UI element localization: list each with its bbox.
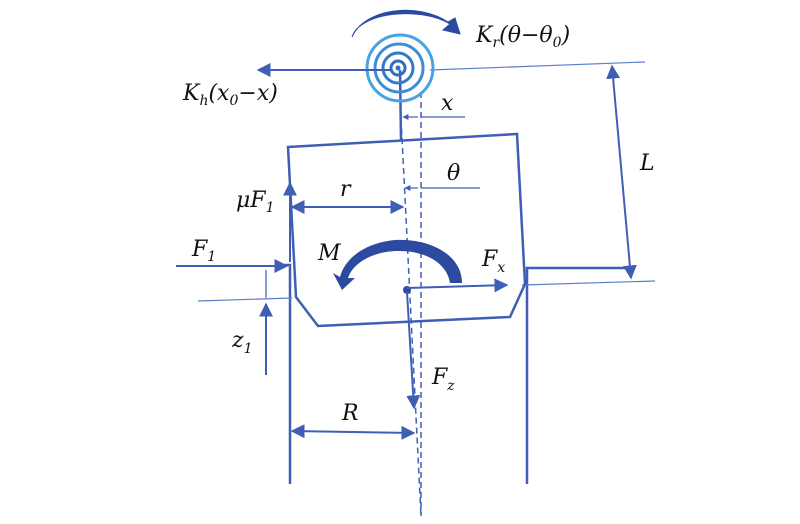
kh-force-label: Kh(x0−x) [182,81,278,109]
tilted-block [286,132,527,328]
friction-force-label: μF1 [236,188,274,216]
Fx-force-arrow [406,278,509,293]
spiral-spring-icon [365,33,435,103]
Fz-force-arrow [406,291,421,410]
x-label: x [441,91,454,116]
top-reference-line [429,61,646,71]
reference-lines [197,61,656,302]
tilted-dashed-axis [400,117,422,517]
kr-torque-label: Kr(θ−θ0) [475,23,570,51]
channel-walls [278,263,632,484]
L-dimension [606,64,637,280]
F1-label: F1 [191,237,216,265]
Fx-label: Fx [481,247,505,276]
rod [398,69,403,141]
R-dimension [290,424,416,440]
r-label: r [340,177,352,202]
z1-label: z1 [231,328,253,357]
M-label: M [317,241,341,266]
moment-arrow-icon [333,239,462,290]
right-wall [525,266,632,484]
torque-arrow-icon [351,9,461,38]
base-reference-line-left [197,297,293,302]
theta-label: θ [447,161,460,186]
base-reference-line-right [521,280,656,286]
Fz-label: Fz [431,365,455,394]
L-label: L [639,151,655,176]
R-label: R [341,401,359,426]
